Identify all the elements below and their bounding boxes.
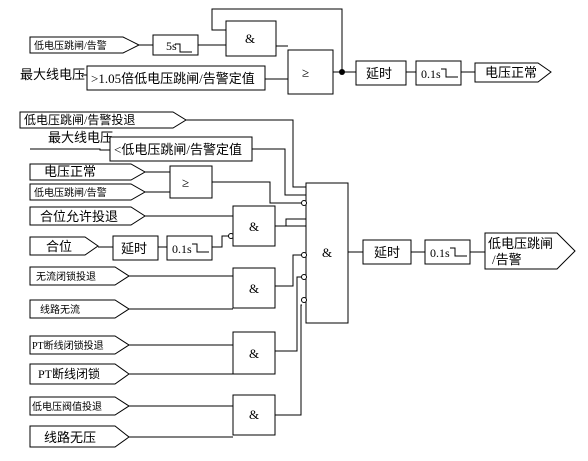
- svg-text:&: &: [245, 31, 255, 46]
- svg-text:延时: 延时: [366, 66, 392, 81]
- and-gate-main: &: [305, 182, 349, 324]
- svg-text:线路无压: 线路无压: [44, 430, 96, 445]
- input-trip-exit: 低电压跳闸/告警投退: [19, 111, 187, 129]
- svg-text:电压正常: 电压正常: [44, 164, 96, 179]
- compare-box-top: >1.05倍低电压跳闸/告警定值: [86, 65, 266, 91]
- delay-box-top: 延时: [355, 60, 407, 86]
- svg-text:低电压跳闸: 低电压跳闸: [488, 236, 553, 251]
- delay-box-closed: 延时: [112, 235, 159, 261]
- svg-text:5s: 5s: [166, 39, 177, 53]
- input-max-line-voltage-bottom: 最大线电压: [48, 130, 113, 145]
- and-gate-3: &: [232, 331, 276, 375]
- svg-text:PT断线闭锁投退: PT断线闭锁投退: [32, 339, 104, 352]
- svg-text:0.1s: 0.1s: [172, 242, 192, 256]
- output-low-voltage-trip: 低电压跳闸 /告警: [484, 232, 576, 270]
- svg-text:0.1s: 0.1s: [421, 67, 441, 81]
- input-threshold-exit: 低电压阀值投退: [29, 396, 130, 416]
- input-low-voltage-bottom: 低电压跳闸/告警: [29, 183, 147, 201]
- svg-text:低电压跳闸/告警投退: 低电压跳闸/告警投退: [24, 112, 135, 127]
- or-gate-bottom: ≥: [169, 165, 213, 199]
- input-noflow-lock: 无流闭锁投退: [29, 266, 130, 286]
- svg-text:&: &: [322, 245, 332, 260]
- svg-text:延时: 延时: [121, 241, 147, 256]
- input-close-permit: 合位允许投退: [29, 206, 146, 226]
- svg-text:合位允许投退: 合位允许投退: [40, 209, 118, 224]
- svg-text:<低电压跳闸/告警定值: <低电压跳闸/告警定值: [114, 142, 242, 157]
- svg-text:无流闭锁投退: 无流闭锁投退: [36, 270, 96, 283]
- svg-text:&: &: [249, 407, 259, 422]
- and-gate-2: &: [232, 267, 276, 309]
- svg-text:≥: ≥: [302, 65, 309, 80]
- input-line-novolt: 线路无压: [29, 425, 130, 448]
- svg-text:PT断线闭锁: PT断线闭锁: [38, 366, 100, 381]
- input-max-line-voltage-top: 最大线电压: [20, 67, 85, 82]
- svg-text:>1.05倍低电压跳闸/告警定值: >1.05倍低电压跳闸/告警定值: [91, 71, 255, 86]
- timer-01-closed: 0.1s: [166, 235, 213, 261]
- input-low-voltage-top: 低电压跳闸/告警: [29, 36, 141, 54]
- timer-01-output: 0.1s: [424, 239, 471, 265]
- svg-text:线路无流: 线路无流: [40, 303, 80, 316]
- svg-text:最大线电压: 最大线电压: [48, 130, 113, 145]
- svg-text:/告警: /告警: [492, 252, 522, 267]
- output-voltage-normal: 电压正常: [474, 62, 552, 83]
- and-gate-top: &: [225, 20, 277, 57]
- input-closed: 合位: [29, 236, 99, 256]
- timer-5s: 5s: [152, 34, 199, 56]
- svg-text:低电压阀值投退: 低电压阀值投退: [32, 400, 102, 413]
- compare-box-bottom: <低电压跳闸/告警定值: [109, 136, 253, 162]
- svg-text:最大线电压: 最大线电压: [20, 67, 85, 82]
- timer-01-top: 0.1s: [415, 60, 462, 86]
- input-voltage-normal: 电压正常: [29, 163, 147, 181]
- svg-text:低电压跳闸/告警: 低电压跳闸/告警: [34, 186, 107, 199]
- svg-text:&: &: [249, 346, 259, 361]
- svg-text:&: &: [249, 281, 259, 296]
- input-pt-lock-exit: PT断线闭锁投退: [29, 335, 130, 355]
- svg-text:≥: ≥: [182, 175, 189, 190]
- delay-box-output: 延时: [362, 239, 412, 265]
- svg-text:合位: 合位: [46, 239, 72, 254]
- or-gate-top: ≥: [287, 49, 334, 95]
- svg-text:0.1s: 0.1s: [430, 246, 450, 260]
- svg-text:延时: 延时: [374, 245, 400, 260]
- svg-text:低电压跳闸/告警: 低电压跳闸/告警: [34, 39, 107, 52]
- svg-text:电压正常: 电压正常: [485, 65, 537, 80]
- input-pt-lock: PT断线闭锁: [29, 363, 130, 385]
- and-gate-4: &: [232, 394, 276, 436]
- svg-text:&: &: [249, 219, 259, 234]
- input-line-noflow: 线路无流: [29, 299, 130, 319]
- and-gate-1: &: [232, 205, 276, 247]
